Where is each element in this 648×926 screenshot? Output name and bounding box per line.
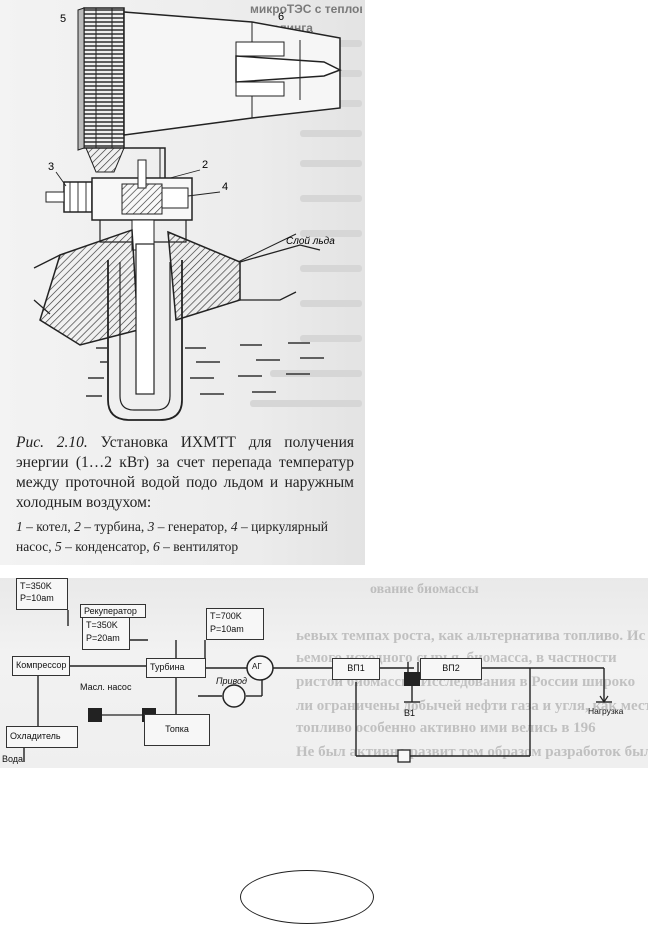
bg-text-line: ристой биомассы. Исследования в России ш… xyxy=(296,674,636,690)
param-line: P=20am xyxy=(86,633,120,643)
drive-circle xyxy=(222,684,246,708)
bleed-line xyxy=(250,400,362,407)
bleed-line xyxy=(300,130,362,137)
oil-pump-square-left xyxy=(88,708,102,722)
water-level-dashes xyxy=(86,342,324,397)
vp1-label: ВП1 xyxy=(347,663,365,673)
header-line: микроТЭС с тепловым двигателем xyxy=(250,2,362,16)
vp1-box: ВП1 xyxy=(332,658,380,680)
legend-text: – циркулярный насос, xyxy=(16,519,329,554)
condensate-funnel xyxy=(85,147,166,178)
part-number-2: 2 xyxy=(202,159,208,171)
load-label: Нагрузка xyxy=(588,706,624,716)
part-number-4: 4 xyxy=(222,181,228,193)
figure-gas-turbine-scheme: ование биомассы ьевых темпах роста, как … xyxy=(0,578,648,768)
bg-heading-fragment: ование биомассы xyxy=(370,582,479,597)
legend-text: – конденсатор, xyxy=(61,539,154,554)
ice-surface-line xyxy=(33,244,321,315)
caption-text: Установка ИХМТТ для получения энергии (1… xyxy=(16,434,354,511)
cooler-label: Охладитель xyxy=(10,731,61,741)
legend-text: – генератор, xyxy=(154,519,231,534)
legend-num: 5 xyxy=(55,539,62,554)
legend-num: 1 xyxy=(16,519,23,534)
param-line: T=350K xyxy=(86,620,118,630)
boiler-tube xyxy=(107,243,183,421)
v1-block xyxy=(404,672,420,686)
turbine-box: Турбина xyxy=(146,658,206,678)
compressor-label: Компрессор xyxy=(16,660,67,670)
ice-leader-line xyxy=(237,233,297,263)
oil-pump-label: Масл. насос xyxy=(80,682,132,692)
turbine-params-box: T=700K P=10am xyxy=(206,608,264,640)
figure-legend: 1 – котел, 2 – турбина, 3 – генератор, 4… xyxy=(16,517,356,557)
page-number-ellipse xyxy=(240,870,374,924)
legend-text: – котел, xyxy=(22,519,75,534)
v1-label: В1 xyxy=(404,708,416,718)
generator-label: АГ xyxy=(252,662,262,671)
bg-text-line: ли ограничены добычей нефти газа и угля,… xyxy=(296,698,648,714)
recuperator-box: Рекуператор xyxy=(80,604,146,618)
recuperator-label: Рекуператор xyxy=(84,606,137,616)
param-line: T=700K xyxy=(210,611,242,621)
param-line: P=10am xyxy=(210,624,244,634)
part-number-3: 3 xyxy=(48,161,54,173)
recuperator-params-box: T=350K P=20am xyxy=(82,618,130,650)
furnace-label: Топка xyxy=(165,724,189,734)
legend-text: – турбина, xyxy=(80,519,148,534)
caption-ref: Рис. 2.10. xyxy=(16,434,88,451)
vp2-box: ВП2 xyxy=(420,658,482,680)
param-line: T=350K xyxy=(20,581,52,591)
compressor-box: Компрессор xyxy=(12,656,70,676)
bleed-line xyxy=(300,265,362,272)
bleed-line xyxy=(300,195,362,202)
compressor-params-box: T=350K P=10am xyxy=(16,578,68,610)
bleed-line xyxy=(270,370,362,377)
turbine-label: Турбина xyxy=(150,662,185,672)
water-label: Вода xyxy=(2,754,24,764)
legend-num: 4 xyxy=(230,519,238,534)
fan-housing xyxy=(123,11,342,136)
figure-caption: Рис. 2.10. Установка ИХМТТ для получения… xyxy=(16,433,354,513)
ice-insulation xyxy=(39,228,241,346)
turbine-pump-assembly xyxy=(91,159,193,251)
figure-stirling-ice-plant: микроТЭС с тепловым двигателем Стирлинга xyxy=(0,0,365,565)
legend-num: 3 xyxy=(147,519,155,534)
ice-layer-label: Слой льда xyxy=(286,236,335,247)
legend-num: 2 xyxy=(74,519,81,534)
furnace-box: Топка xyxy=(144,714,210,746)
condenser xyxy=(77,7,125,151)
bg-text-line: ьевых темпах роста, как альтернатива топ… xyxy=(296,628,646,644)
generator xyxy=(45,181,93,213)
part-number-6: 6 xyxy=(278,11,284,23)
stirling-ice-diagram: 5 6 3 2 4 Слой льда xyxy=(33,7,342,421)
drive-label: Привод xyxy=(216,676,248,686)
legend-num: 6 xyxy=(153,539,160,554)
generator-circle xyxy=(246,655,274,681)
bleed-line xyxy=(300,230,362,237)
leader-lines xyxy=(55,169,221,197)
bottom-valve xyxy=(397,749,411,763)
cooler-box: Охладитель xyxy=(6,726,78,748)
bleed-line xyxy=(300,300,362,307)
bleed-line xyxy=(300,335,362,342)
vp2-label: ВП2 xyxy=(442,663,460,673)
bleed-line xyxy=(300,160,362,167)
part-number-5: 5 xyxy=(60,13,66,25)
param-line: P=10am xyxy=(20,593,54,603)
legend-text: – вентилятор xyxy=(159,539,239,554)
bg-text-line: топливо особенно активно ими велись в 19… xyxy=(296,720,596,736)
